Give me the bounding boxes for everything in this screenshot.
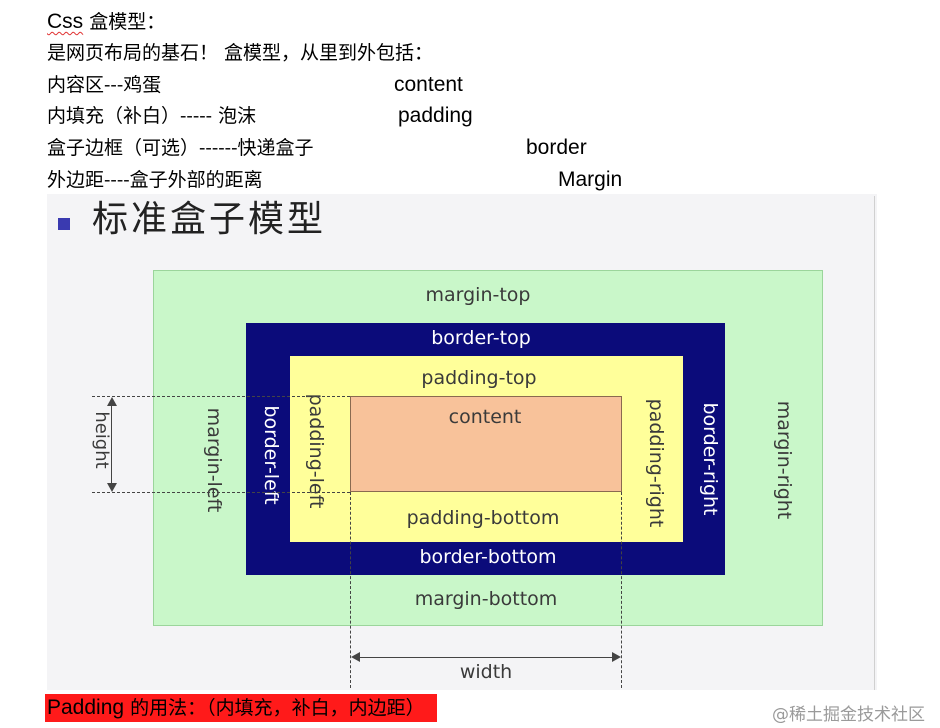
height-guide-bottom [92,492,350,493]
padding-right-label: padding-right [645,398,667,528]
margin-right-label: margin-right [773,400,795,520]
notes-heading-rest: 盒模型： [83,11,166,33]
padding-usage-heading: Padding 的用法：（内填充，补白，内边距） [45,694,437,722]
arrow-left-icon [351,652,360,662]
width-label: width [459,661,513,683]
notes-heading: Css 盒模型： [47,10,165,34]
arrow-down-icon [107,483,117,492]
notes-row-en: border [526,136,587,159]
notes-row-border: 盒子边框（可选）------快递盒子 border [47,136,587,160]
content-label: content [448,406,522,428]
border-top-label: border-top [431,327,531,349]
border-bottom-label: border-bottom [419,546,557,568]
square-bullet-icon [58,218,70,230]
figure-divider [874,196,875,690]
border-left-label: border-left [260,405,282,505]
notes-row-cn: 内容区---鸡蛋 [47,74,162,96]
width-guide-right [621,492,622,688]
height-dimension-line [111,402,112,486]
padding-usage-heading-en: Padding [47,696,125,719]
notes-row-cn: 内填充（补白）----- 泡沫 [47,105,257,127]
margin-top-label: margin-top [425,284,531,306]
notes-row-padding: 内填充（补白）----- 泡沫 padding [47,104,473,128]
notes-row-content: 内容区---鸡蛋 content [47,73,463,97]
height-label: height [91,411,112,469]
height-guide-top [92,396,350,397]
notes-row-margin: 外边距----盒子外部的距离 Margin [47,168,622,192]
notes-row-en: Margin [558,168,623,191]
arrow-up-icon [107,397,117,406]
notes-row-en: content [394,73,463,96]
margin-left-label: margin-left [203,407,225,513]
margin-bottom-label: margin-bottom [414,588,558,610]
figure-title: 标准盒子模型 [92,199,327,240]
notes-row-en: padding [398,104,473,127]
border-right-label: border-right [699,402,721,516]
css-word: Css [47,10,84,33]
padding-top-label: padding-top [421,367,537,389]
notes-row-cn: 盒子边框（可选）------快递盒子 [47,137,314,159]
width-guide-left [350,492,351,688]
width-dimension-line [356,657,616,658]
notes-intro: 是网页布局的基石！ 盒模型，从里到外包括： [47,42,434,64]
padding-bottom-label: padding-bottom [406,507,560,529]
arrow-right-icon [612,652,621,662]
padding-usage-heading-cn: 的用法：（内填充，补白，内边距） [124,697,425,719]
notes-row-cn: 外边距----盒子外部的距离 [47,169,263,191]
watermark: @稀土掘金技术社区 [772,705,925,725]
content-area [350,396,622,492]
